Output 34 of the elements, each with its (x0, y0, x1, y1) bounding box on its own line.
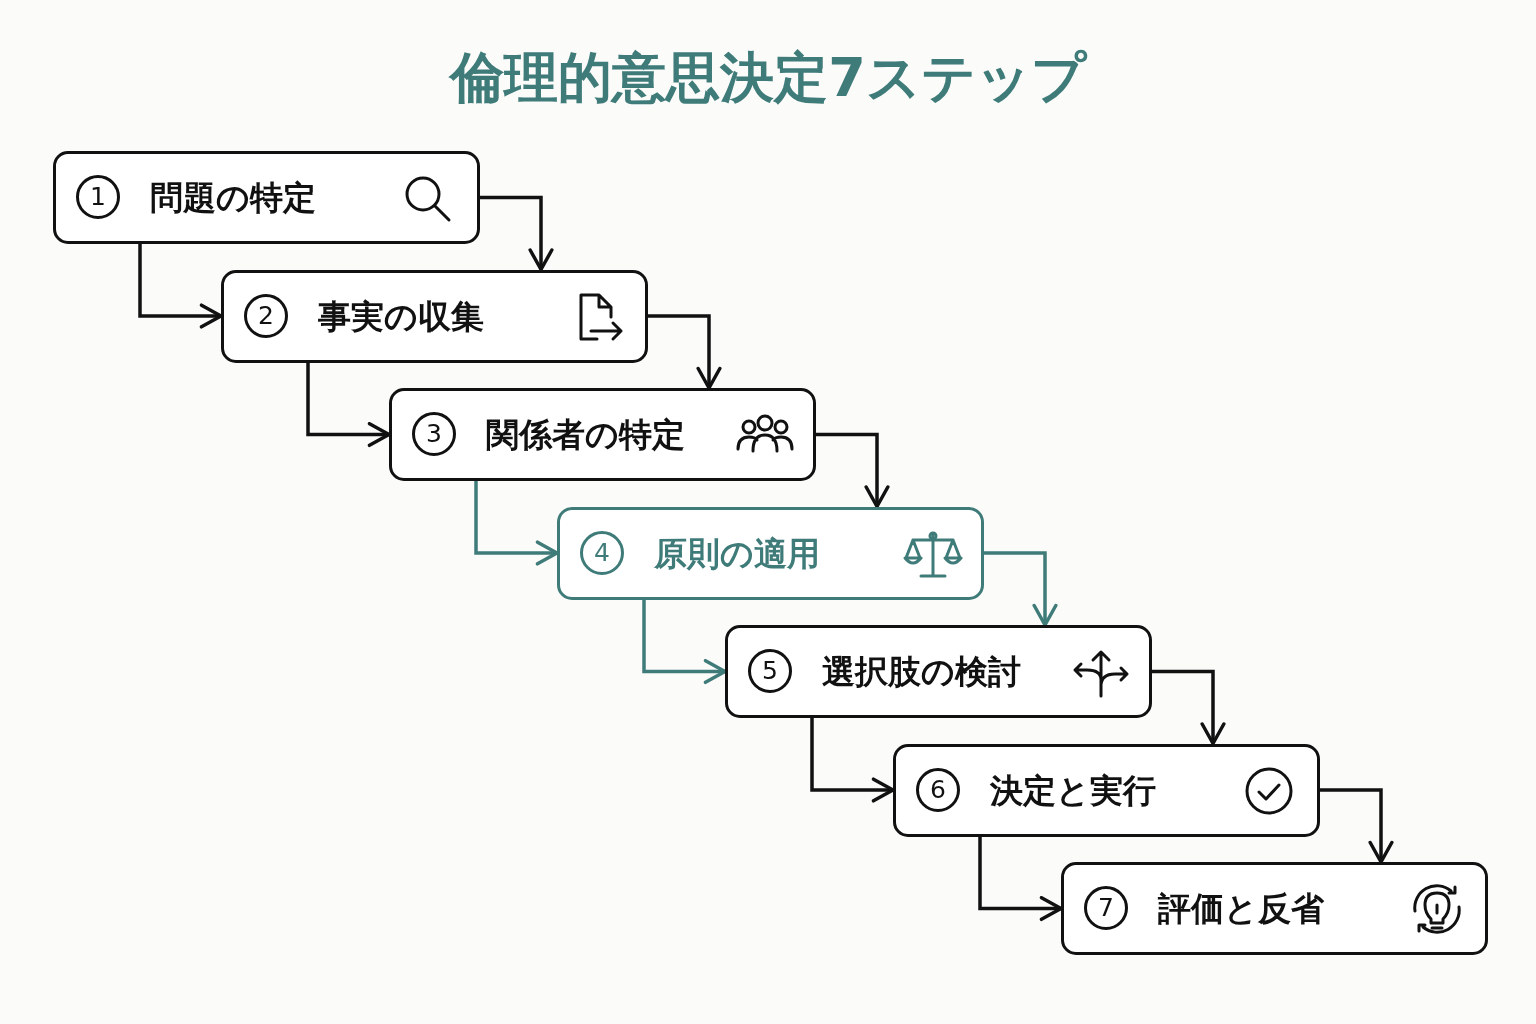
step-number: 3 (412, 412, 456, 456)
title: 倫理的意思決定7ステップ (447, 45, 1089, 111)
step-label: 事実の収集 (318, 296, 484, 337)
step-label: 関係者の特定 (486, 415, 685, 455)
arrow (306, 362, 391, 448)
step-label: 問題の特定 (150, 178, 316, 218)
step-box (221, 269, 648, 363)
arrow (810, 718, 895, 803)
arrow (138, 244, 223, 329)
step-box (557, 506, 984, 600)
step-number: 6 (916, 767, 960, 812)
arrow (480, 195, 554, 272)
step-box (1061, 862, 1488, 955)
arrow (648, 314, 722, 390)
step-label: 評価と反省 (1158, 889, 1324, 929)
step-number: 2 (244, 293, 288, 338)
step-number: 1 (76, 175, 120, 219)
step-box (389, 388, 816, 481)
arrow (1320, 788, 1394, 864)
arrow (1152, 669, 1226, 746)
step-number: 5 (748, 649, 792, 693)
arrow (816, 432, 890, 509)
step-label: 選択肢の検討 (822, 652, 1021, 692)
step-label: 原則の適用 (654, 533, 820, 574)
step-label: 決定と実行 (990, 770, 1156, 811)
arrow (474, 481, 559, 566)
step-box (53, 151, 480, 244)
step-box (893, 743, 1320, 837)
arrow (984, 551, 1058, 627)
step-number: 7 (1084, 886, 1128, 930)
arrow (642, 599, 727, 685)
step-number: 4 (580, 530, 624, 575)
step-box (725, 625, 1152, 718)
arrow (978, 836, 1063, 922)
